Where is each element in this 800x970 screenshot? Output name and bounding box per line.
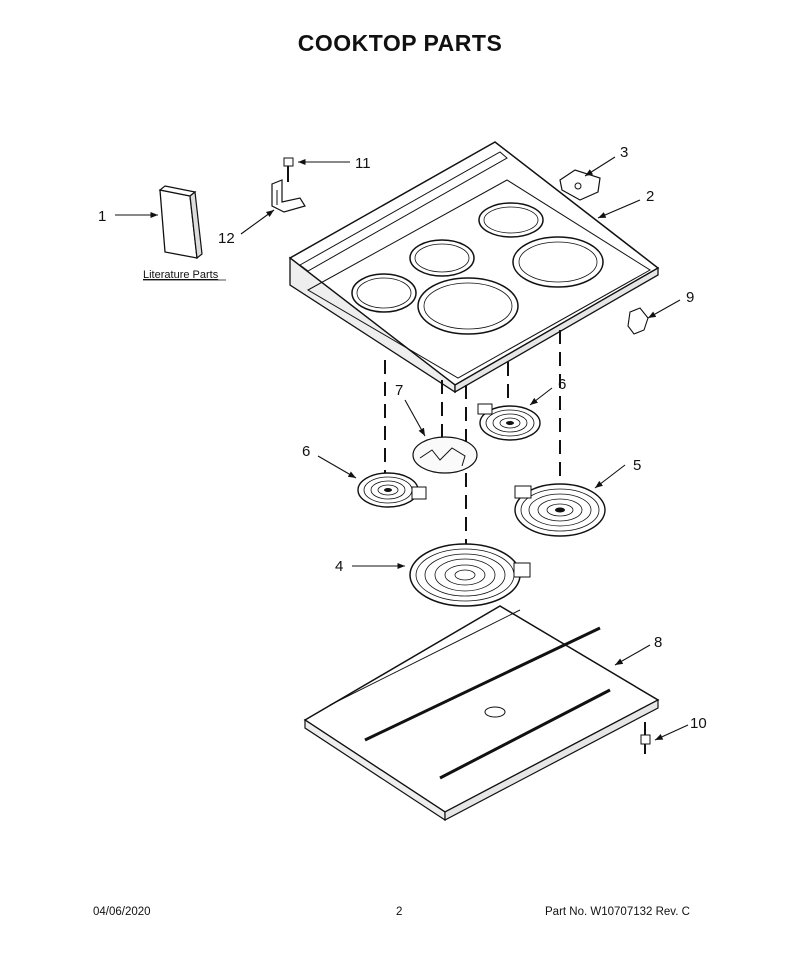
literature-parts-label: Literature Parts	[143, 269, 219, 281]
small-burner-part-6-left	[357, 472, 427, 508]
bracket-part-12	[271, 179, 306, 213]
callout-arrows	[115, 156, 689, 741]
callout-2: 2	[646, 188, 654, 205]
callout-6-right: 6	[558, 376, 566, 393]
page-title: COOKTOP PARTS	[297, 30, 503, 56]
callout-12: 12	[218, 230, 235, 247]
screw-part-10	[640, 734, 651, 754]
burner-box-part-8	[303, 605, 660, 822]
callout-10: 10	[690, 715, 707, 732]
callout-6-left: 6	[302, 443, 310, 460]
callout-8: 8	[654, 634, 662, 651]
callout-9: 9	[686, 289, 694, 306]
callout-4: 4	[335, 558, 343, 575]
bracket-part-3	[559, 169, 601, 201]
callout-7: 7	[395, 382, 403, 399]
literature-book-part	[158, 185, 203, 260]
callout-3: 3	[620, 144, 628, 161]
large-burner-part-4	[409, 543, 531, 607]
callout-1: 1	[98, 208, 106, 225]
callout-11: 11	[355, 155, 371, 172]
small-burner-part-6-right	[477, 403, 541, 441]
footer-part-number: Part No. W10707132 Rev. C	[545, 906, 690, 918]
cooktop-glass-part-2	[288, 141, 660, 394]
clip-part-9	[627, 307, 649, 335]
screw-part-11	[283, 157, 294, 182]
burner-part-5	[514, 483, 606, 537]
callout-5: 5	[633, 457, 641, 474]
sensor-plate-part-7	[412, 436, 478, 474]
footer-page-number: 2	[396, 906, 403, 918]
footer-date: 04/06/2020	[93, 906, 151, 918]
